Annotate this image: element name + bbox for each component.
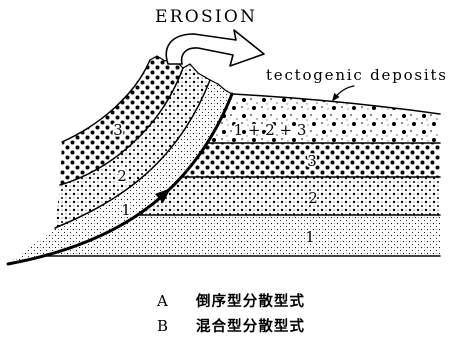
- caption-b-letter: B: [157, 317, 168, 335]
- caption-a-text: 倒序型分散型式: [195, 292, 305, 310]
- tectogenic-deposits-label: tectogenic deposits: [266, 66, 446, 84]
- footwall-layer-3-label: 3: [307, 152, 317, 170]
- footwall-layer-1-label: 1: [305, 228, 315, 246]
- erosion-label: EROSION: [155, 7, 255, 27]
- footwall-layer-2-label: 2: [308, 189, 318, 207]
- hanging-wall-layer-2-label: 2: [117, 167, 127, 185]
- caption-a-letter: A: [156, 292, 168, 310]
- caption-b-text: 混合型分散型式: [196, 317, 305, 335]
- erosion-arrow-icon: [166, 30, 264, 66]
- footwall-deposit-label: 1 + 2 + 3: [234, 121, 307, 139]
- hanging-wall-layer-1-label: 1: [121, 201, 131, 219]
- hanging-wall-layer-3-label: 3: [113, 121, 123, 139]
